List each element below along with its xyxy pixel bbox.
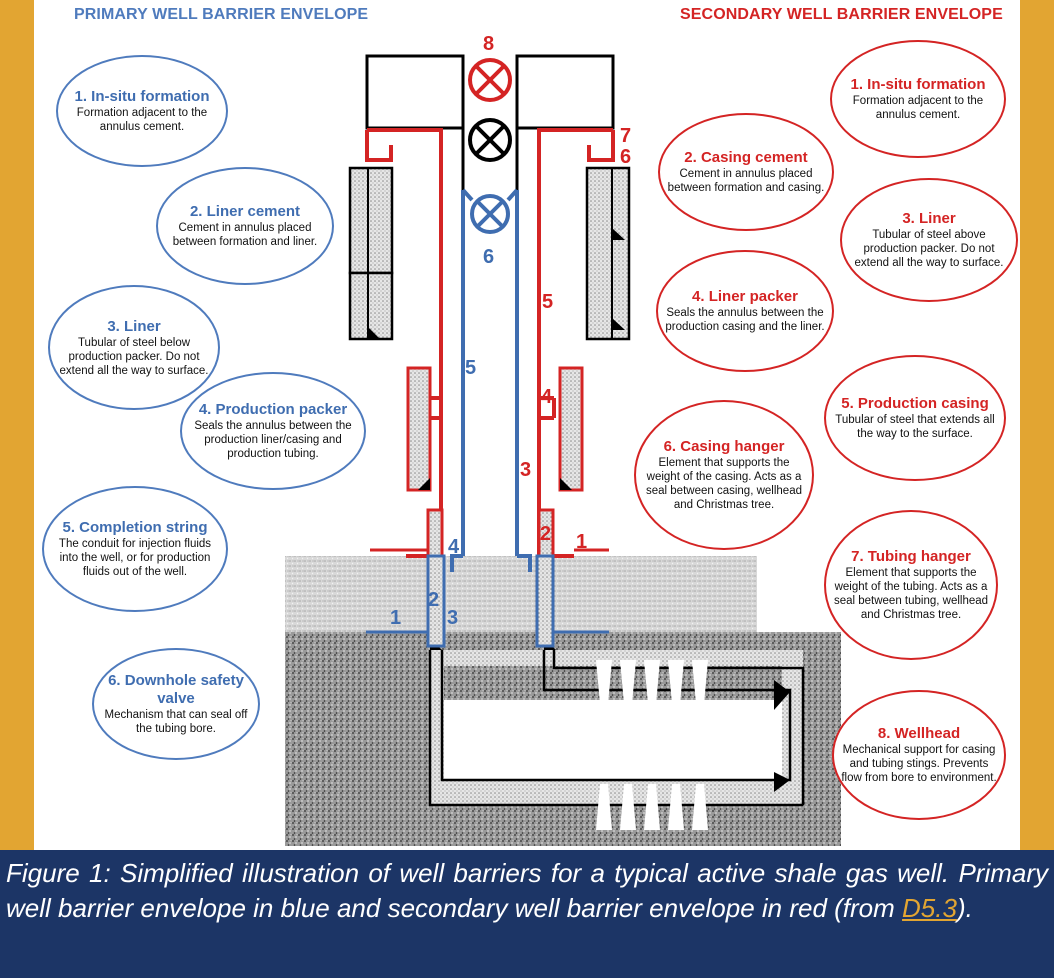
- secondary-item-title: 8. Wellhead: [877, 725, 961, 742]
- label-blue-4: 4: [448, 536, 460, 558]
- figure-panel: PRIMARY WELL BARRIER ENVELOPE SECONDARY …: [34, 0, 1020, 850]
- perforations-upper: [596, 660, 708, 704]
- wellhead-valve-icon: [468, 58, 512, 102]
- upper-formation: [285, 556, 757, 632]
- secondary-item-tubing-hanger: 7. Tubing hanger Element that supports t…: [824, 510, 998, 660]
- figure-caption: Figure 1: Simplified illustration of wel…: [6, 856, 1048, 926]
- wellhead-left: [365, 54, 465, 130]
- secondary-item-liner: 3. Liner Tubular of steel above producti…: [840, 178, 1018, 302]
- label-red-4: 4: [541, 386, 553, 408]
- secondary-item-title: 1. In-situ formation: [850, 76, 986, 93]
- downhole-safety-valve-icon: [461, 188, 519, 234]
- secondary-item-desc: Tubular of steel above production packer…: [854, 229, 1004, 269]
- secondary-item-title: 2. Casing cement: [684, 149, 808, 166]
- casing-cement-left: [426, 508, 444, 558]
- label-valve-8: 8: [483, 33, 494, 55]
- master-valve-icon: [468, 118, 512, 162]
- label-red-3: 3: [520, 459, 531, 481]
- secondary-item-wellhead: 8. Wellhead Mechanical support for casin…: [832, 690, 1006, 820]
- primary-item-desc: Tubular of steel below production packer…: [59, 336, 209, 377]
- primary-envelope-heading: PRIMARY WELL BARRIER ENVELOPE: [74, 6, 369, 23]
- liner-cement-left: [406, 366, 432, 492]
- secondary-item-desc: Element that supports the weight of the …: [646, 457, 802, 511]
- secondary-item-liner-packer: 4. Liner packer Seals the annulus betwee…: [656, 250, 834, 372]
- label-blue-valve-6: 6: [483, 246, 494, 268]
- primary-item-liner: 3. Liner Tubular of steel below producti…: [48, 285, 220, 410]
- caption-text: Figure 1: Simplified illustration of wel…: [6, 858, 1048, 923]
- well-diagram: 8 6 5 5 7 6 4 3 2 1 4 2 3 1: [285, 33, 841, 846]
- shoe-right-upper: [774, 680, 790, 710]
- primary-item-title: 6. Downhole safety valve: [108, 672, 244, 707]
- secondary-item-title: 4. Liner packer: [692, 288, 798, 305]
- liner-right-blue: [535, 554, 555, 648]
- secondary-item-casing-hanger: 6. Casing hanger Element that supports t…: [634, 400, 814, 550]
- label-red-1: 1: [576, 531, 587, 553]
- horizontal-outline: [440, 650, 792, 782]
- primary-item-liner-cement: 2. Liner cement Cement in annulus placed…: [156, 167, 334, 285]
- secondary-item-title: 3. Liner: [902, 210, 956, 227]
- secondary-item-desc: Tubular of steel that extends all the wa…: [835, 414, 995, 440]
- primary-item-completion-string: 5. Completion string The conduit for inj…: [42, 486, 228, 612]
- caption-link[interactable]: D5.3: [902, 893, 957, 923]
- label-red-7: 7: [620, 125, 631, 147]
- secondary-envelope-heading: SECONDARY WELL BARRIER ENVELOPE: [680, 6, 1003, 23]
- secondary-item-desc: Formation adjacent to the annulus cement…: [852, 95, 984, 121]
- primary-item-desc: Mechanism that can seal off the tubing b…: [104, 709, 248, 735]
- surface-cement-right: [585, 166, 631, 341]
- primary-item-title: 1. In-situ formation: [74, 88, 210, 105]
- primary-item-in-situ-formation: 1. In-situ formation Formation adjacent …: [56, 55, 228, 167]
- label-blue-2: 2: [428, 589, 439, 611]
- primary-item-desc: Seals the annulus between the production…: [194, 420, 352, 460]
- surface-cement-left-lower: [348, 271, 394, 341]
- perforations-lower: [596, 784, 708, 830]
- label-red-casing-5: 5: [542, 291, 553, 313]
- secondary-item-desc: Cement in annulus placed between formati…: [667, 168, 825, 194]
- primary-item-title: 2. Liner cement: [189, 203, 301, 220]
- secondary-envelope-lines: [365, 128, 615, 558]
- primary-item-title: 3. Liner: [107, 317, 161, 335]
- primary-item-title: 4. Production packer: [198, 401, 348, 418]
- secondary-item-casing-cement: 2. Casing cement Cement in annulus place…: [658, 113, 834, 231]
- primary-item-downhole-safety-valve: 6. Downhole safety valve Mechanism that …: [92, 648, 260, 760]
- secondary-item-in-situ-formation: 1. In-situ formation Formation adjacent …: [830, 40, 1006, 158]
- secondary-item-desc: Seals the annulus between the production…: [665, 307, 825, 333]
- secondary-item-title: 6. Casing hanger: [663, 438, 785, 455]
- horizontal-bore-open: [444, 700, 782, 779]
- primary-item-desc: The conduit for injection fluids into th…: [58, 538, 212, 578]
- secondary-item-title: 5. Production casing: [841, 395, 989, 412]
- shoe-right-lower: [774, 772, 790, 792]
- liner-cement-right: [558, 366, 584, 492]
- secondary-item-title: 7. Tubing hanger: [851, 548, 971, 565]
- label-tubing-5: 5: [465, 357, 476, 379]
- label-red-6: 6: [620, 146, 631, 168]
- primary-envelope-lines: [366, 190, 609, 634]
- primary-item-desc: Formation adjacent to the annulus cement…: [76, 107, 208, 133]
- surface-cement-left: [348, 166, 394, 275]
- primary-item-desc: Cement in annulus placed between formati…: [172, 222, 318, 248]
- liner-left-blue: [426, 554, 446, 648]
- primary-item-title: 5. Completion string: [62, 519, 208, 536]
- label-red-2: 2: [540, 523, 551, 545]
- wellhead-right: [515, 54, 615, 130]
- primary-item-production-packer: 4. Production packer Seals the annulus b…: [180, 372, 366, 490]
- label-blue-3: 3: [447, 607, 458, 629]
- secondary-item-desc: Mechanical support for casing and tubing…: [841, 744, 997, 784]
- secondary-item-production-casing: 5. Production casing Tubular of steel th…: [824, 355, 1006, 481]
- secondary-item-desc: Element that supports the weight of the …: [833, 567, 989, 621]
- label-blue-1: 1: [390, 607, 401, 629]
- figure-frame: PRIMARY WELL BARRIER ENVELOPE SECONDARY …: [0, 0, 1054, 850]
- caption-end: ).: [956, 893, 973, 923]
